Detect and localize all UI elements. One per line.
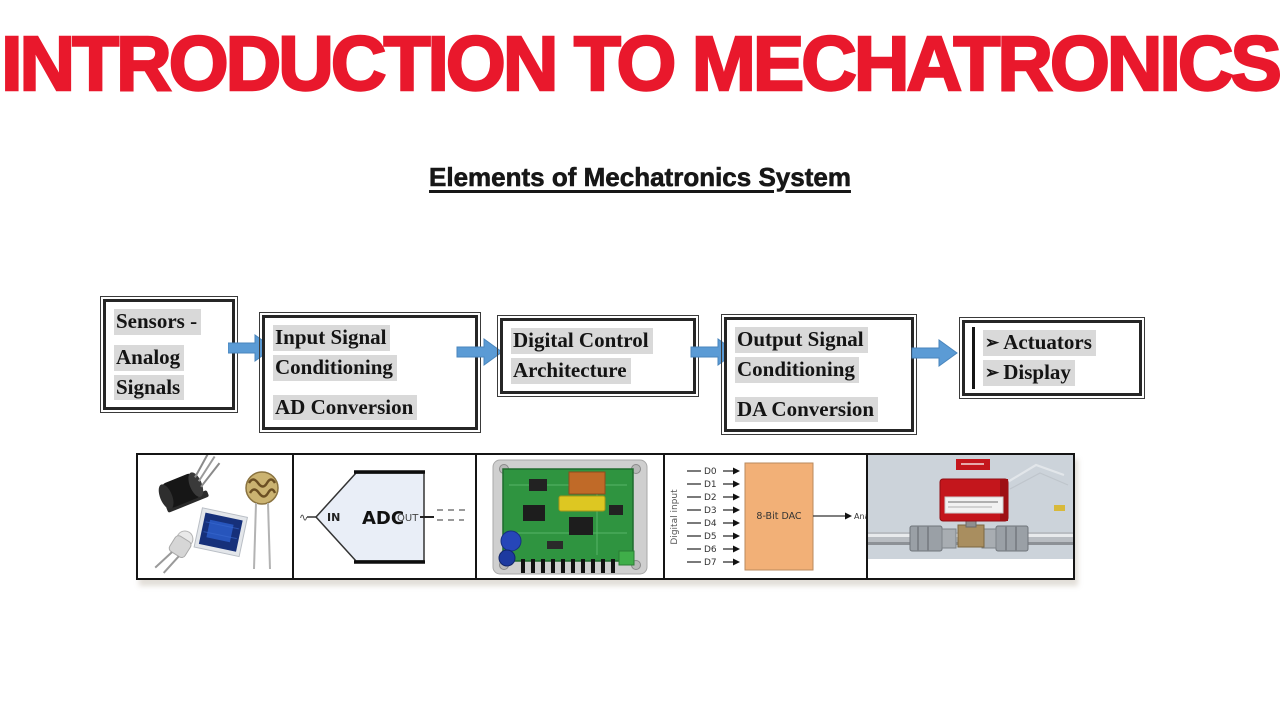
flow-box-sensors: Sensors - Analog Signals [100, 295, 238, 414]
page-title: INTRODUCTION TO MECHATRONICS [0, 21, 1280, 107]
photo-chip-icon [193, 507, 249, 558]
yellow-component [558, 495, 606, 512]
svg-text:D6: D6 [704, 545, 717, 555]
svg-text:D3: D3 [704, 506, 717, 516]
blue-connectors [498, 530, 522, 567]
terminal-block [618, 550, 635, 566]
flow-line: Signals [114, 374, 185, 401]
sensor-components-image [154, 455, 279, 574]
panel-adc-diagram: ∿ IN ADC OUT [294, 455, 477, 578]
ldr-sensor-icon [245, 471, 279, 570]
dac-input-lines [687, 470, 733, 563]
svg-text:D7: D7 [704, 558, 717, 568]
flow-box-output-conditioning: Output Signal Conditioning DA Conversion [721, 313, 917, 436]
flow-line: ➢Actuators [983, 330, 1096, 356]
adc-label: ADC [362, 508, 404, 529]
flow-line: ➢Display [983, 359, 1075, 386]
compression-fittings [909, 525, 1029, 552]
transformer-component [568, 471, 606, 495]
component-strip: ∿ IN ADC OUT [136, 453, 1075, 580]
flow-line: Architecture [511, 357, 631, 384]
dac-input-labels: D0 D1 D2 D3 D4 D5 D6 D7 [704, 467, 717, 568]
adc-in-label: IN [327, 511, 340, 524]
section-heading: Elements of Mechatronics System [429, 162, 852, 193]
right-arrow-icon [456, 338, 503, 366]
svg-text:D5: D5 [704, 532, 717, 542]
flow-line: Conditioning [735, 356, 859, 383]
flow-line: Analog [114, 344, 185, 371]
metal-can-sensor-icon [158, 455, 221, 513]
flow-box-digital-control: Digital Control Architecture [497, 315, 699, 397]
flow-line: Input Signal [273, 325, 391, 351]
red-actuator [939, 459, 1009, 522]
svg-text:D4: D4 [704, 519, 717, 529]
analog-signal-symbol: ∿ [299, 511, 308, 524]
microcontroller-board-image [492, 459, 648, 575]
dac-output-arrowhead [845, 512, 852, 520]
pin-header-row [521, 559, 615, 573]
panel-actuator-valve [868, 455, 1073, 578]
adc-diagram: ∿ IN ADC OUT [299, 470, 470, 564]
arrowhead-bullet-icon: ➢ [985, 362, 1000, 382]
output-item-label: Display [1003, 359, 1071, 384]
dac-box [744, 462, 814, 571]
svg-text:D2: D2 [704, 493, 717, 503]
dac-box-label: 8-Bit DAC [756, 511, 802, 522]
flow-line: AD Conversion [273, 394, 418, 421]
svg-text:D0: D0 [704, 467, 717, 477]
flow-box-actuators-display: ➢Actuators ➢Display [959, 317, 1145, 399]
ic-chips [523, 479, 623, 549]
dac-output-label: Analog voltage [854, 512, 866, 521]
wires [1005, 463, 1069, 511]
flow-line: DA Conversion [735, 396, 879, 423]
panel-dac-diagram: Digital input [665, 455, 868, 578]
right-arrow-icon [911, 339, 958, 367]
adc-out-label: OUT [397, 513, 419, 524]
valve-body [957, 516, 985, 548]
flow-box-input-conditioning: Input Signal Conditioning AD Conversion [259, 311, 481, 434]
dac-input-arrowheads [733, 467, 740, 566]
panel-sensor-components [138, 455, 294, 578]
flow-line: Sensors - [114, 309, 202, 335]
dac-side-label: Digital input [670, 489, 680, 545]
svg-text:D1: D1 [704, 480, 717, 490]
arrowhead-bullet-icon: ➢ [985, 333, 1000, 352]
panel-controller-board [477, 455, 665, 578]
led-icon [154, 530, 194, 574]
flow-line: Conditioning [273, 354, 397, 381]
flow-line: Digital Control [511, 328, 653, 354]
cell-divider [972, 327, 975, 389]
output-item-label: Actuators [1003, 330, 1092, 354]
actuator-valve-image [868, 455, 1073, 559]
flow-line: Output Signal [735, 327, 868, 353]
dac-diagram: Digital input [670, 462, 866, 571]
